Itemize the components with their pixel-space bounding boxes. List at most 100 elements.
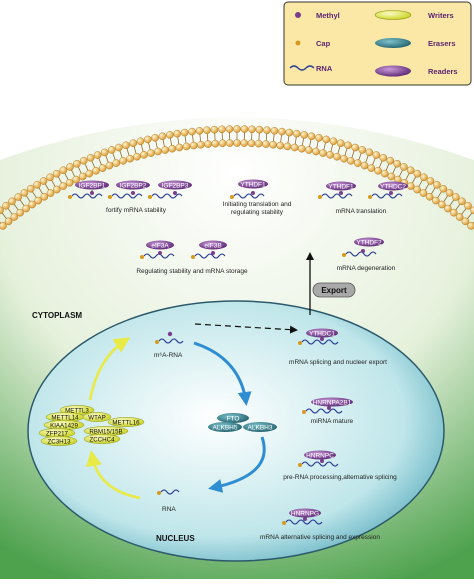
lipid-head [181, 129, 188, 136]
lipid-head [464, 202, 471, 209]
translation-caption: mRNA translation [336, 208, 387, 215]
cap-icon [342, 253, 346, 257]
lipid-head [47, 189, 54, 196]
methyl-icon [327, 406, 331, 410]
lipid-head [298, 145, 305, 152]
cap-icon [68, 195, 72, 199]
igf2bp3-label: IGF2BP3 [162, 183, 189, 190]
lipid-head [270, 141, 277, 148]
lipid-head [340, 155, 347, 162]
lipid-head [380, 154, 387, 161]
cap-icon [296, 41, 301, 46]
lipid-head [241, 125, 248, 132]
hnrnpg-label: HNRNPG [291, 511, 319, 518]
lipid-head [326, 151, 333, 158]
lipid-head [169, 145, 176, 152]
lipid-head [159, 133, 166, 140]
lipid-head [233, 125, 240, 132]
writer-zcchc4-label: ZCCHC4 [89, 436, 115, 443]
lipid-head [133, 153, 140, 160]
cap-icon [191, 255, 195, 259]
cap-icon [282, 521, 286, 525]
lipid-head [101, 149, 108, 156]
legend: Methyl Cap RNA Writers Erasers Readers [284, 2, 471, 85]
hnrnpg-caption: mRNA alternative splicing and expression [260, 534, 380, 541]
lipid-head [312, 148, 319, 155]
lipid-head [373, 151, 380, 158]
methyl-icon [320, 337, 324, 341]
eraser-alkbh5-label: ALKBH5 [213, 425, 238, 432]
lipid-head [28, 201, 35, 208]
lipid-head [197, 141, 204, 148]
eraser-fto-label: FTO [227, 416, 240, 423]
lipid-head [166, 131, 173, 138]
cytoplasm-label: CYTOPLASM [32, 311, 82, 320]
lipid-head [305, 146, 312, 153]
lipid-head [147, 149, 154, 156]
legend-writers-label: Writers [428, 11, 454, 20]
lipid-head [352, 144, 359, 151]
lipid-head [381, 170, 388, 177]
lipid-head [183, 143, 190, 150]
lipid-head [414, 170, 421, 177]
hnrnpc-caption: pre-RNA processing,alternative splicing [283, 474, 397, 481]
lipid-head [233, 139, 240, 146]
lipid-head [66, 179, 73, 186]
lipid-head [99, 164, 106, 171]
cap-icon [318, 195, 322, 199]
methyl-icon [211, 251, 215, 255]
reader-icon [375, 66, 411, 77]
lipid-head [291, 144, 298, 151]
fortify-caption: fortify mRNA stability [106, 207, 167, 214]
writer-rbm15-label: RBM15/15B [89, 428, 122, 435]
hnrnpa2b1-label: HNRNPA2B1 [313, 400, 352, 407]
ythdf1-label: YTHDF1 [240, 182, 266, 189]
lipid-head [467, 222, 474, 229]
lipid-head [387, 157, 394, 164]
lipid-head [162, 146, 169, 153]
lipid-head [226, 125, 233, 132]
lipid-head [137, 138, 144, 145]
lipid-head [420, 189, 427, 196]
lipid-head [248, 126, 255, 133]
lipid-head [79, 173, 86, 180]
lipid-head [106, 162, 113, 169]
methyl-icon [295, 12, 301, 18]
hnrnpa2b1-caption: miRNA mature [311, 418, 354, 425]
hnrnpc-label: HNRNPC [306, 453, 334, 460]
methyl-icon [251, 191, 255, 195]
lipid-head [337, 140, 344, 147]
lipid-head [87, 154, 94, 161]
methyl-icon [173, 191, 177, 195]
lipid-head [458, 198, 465, 205]
lipid-head [151, 134, 158, 141]
lipid-head [426, 193, 433, 200]
lipid-head [366, 149, 373, 156]
lipid-head [21, 189, 28, 196]
lipid-head [359, 146, 366, 153]
lipid-head [80, 157, 87, 164]
lipid-head [92, 167, 99, 174]
lipid-head [154, 148, 161, 155]
export-label: Export [321, 286, 347, 295]
m6a-rna-label: m⁶A-RNA [154, 352, 183, 359]
igf2bp2-label: IGF2BP2 [120, 183, 147, 190]
cap-icon [298, 463, 302, 467]
lipid-head [53, 170, 60, 177]
lipid-head [440, 185, 447, 192]
lipid-head [293, 130, 300, 137]
lipid-head [53, 186, 60, 193]
lipid-head [8, 198, 15, 205]
lipid-head [190, 142, 197, 149]
cap-icon [368, 195, 372, 199]
cap-icon [302, 410, 306, 414]
lipid-head [333, 153, 340, 160]
lipid-head [407, 182, 414, 189]
lipid-head [308, 133, 315, 140]
legend-erasers-label: Erasers [428, 39, 456, 48]
lipid-head [219, 140, 226, 147]
lipid-head [354, 160, 361, 167]
lipid-head [33, 181, 40, 188]
lipid-head [319, 149, 326, 156]
